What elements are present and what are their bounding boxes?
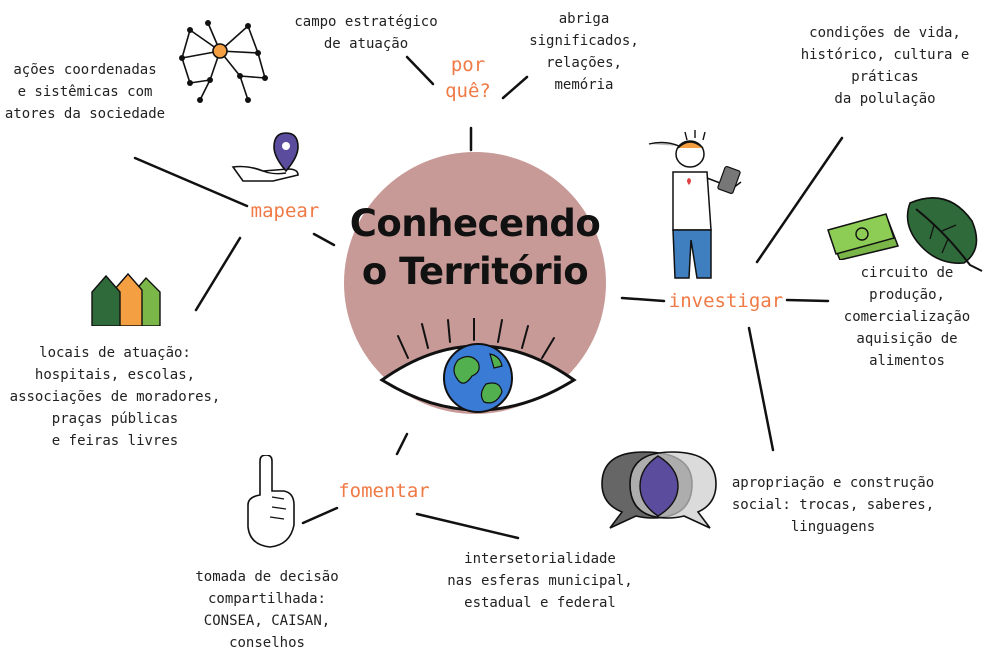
note-locais: locais de atuação: hospitais, escolas, a… [9,345,221,449]
note-intersetorialidade: intersetorialidade nas esferas municipal… [447,551,633,611]
speech-bubbles-icon [601,451,717,529]
verb-porque: por quê? [445,54,491,102]
network-icon [179,20,268,103]
pointing-hand-icon [247,455,295,548]
houses-icon [91,272,161,326]
money-icon [827,213,900,260]
note-circuito: circuito de produção, comercialização aq… [843,265,971,369]
leaf-icon [906,197,983,272]
verb-fomentar: fomentar [338,480,430,502]
note-acoes: ações coordenadas e sistêmicas com atore… [4,62,166,122]
location-hand-icon [231,132,299,182]
note-condicoes: condições de vida, histórico, cultura e … [800,25,970,107]
person-icon [648,130,742,279]
main-title: Conhecendo o Território [349,202,601,293]
note-tomada: tomada de decisão compartilhada: CONSEA,… [195,569,339,651]
note-apropriacao: apropriação e construção social: trocas,… [731,475,935,535]
eye-globe-icon [379,318,577,413]
note-abriga: abriga significados, relações, memória [529,11,639,93]
verb-investigar: investigar [668,290,784,312]
note-campo: campo estratégico de atuação [294,14,438,52]
verb-mapear: mapear [250,200,320,222]
